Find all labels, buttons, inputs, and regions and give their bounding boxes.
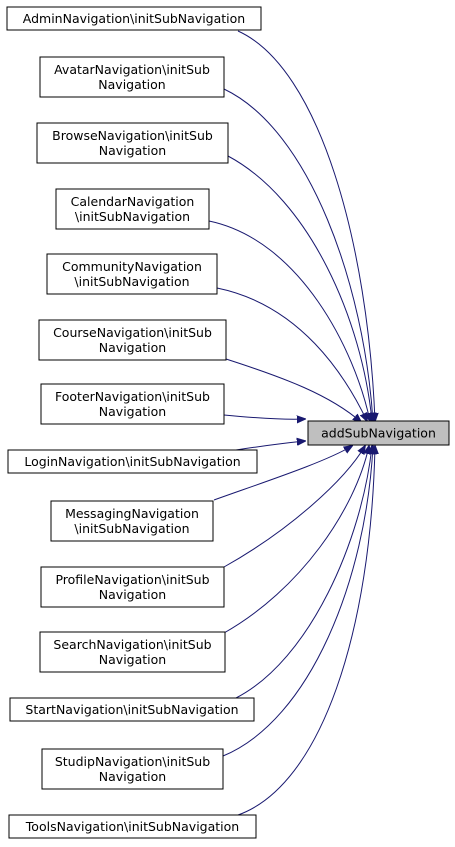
caller-node[interactable]: CalendarNavigation\initSubNavigation xyxy=(55,188,210,230)
target-node[interactable]: addSubNavigation xyxy=(307,420,450,446)
caller-node-label: MessagingNavigation xyxy=(65,506,199,521)
call-edge-arrow xyxy=(235,446,372,699)
call-edge-arrow xyxy=(213,446,352,501)
caller-node[interactable]: CommunityNavigation\initSubNavigation xyxy=(46,253,218,295)
caller-node-label: \initSubNavigation xyxy=(74,274,189,289)
call-edge-arrow xyxy=(208,220,370,421)
caller-node-box[interactable] xyxy=(39,56,225,98)
caller-nodes: AdminNavigation\initSubNavigationAvatarN… xyxy=(6,6,262,839)
caller-node-label: ToolsNavigation\initSubNavigation xyxy=(25,819,239,834)
call-edge-arrow xyxy=(216,287,367,421)
call-edge-arrow xyxy=(235,441,305,451)
caller-node-box[interactable] xyxy=(50,500,214,542)
caller-node-label: CourseNavigation\initSub xyxy=(53,325,212,340)
target-node-box[interactable] xyxy=(307,420,450,446)
caller-node-label: Navigation xyxy=(99,143,166,158)
caller-node-box[interactable] xyxy=(6,6,262,31)
caller-node-label: CalendarNavigation xyxy=(71,194,195,209)
caller-node-label: FooterNavigation\initSub xyxy=(55,389,210,404)
call-edge-arrow xyxy=(222,446,373,757)
caller-node-label: \initSubNavigation xyxy=(75,209,190,224)
caller-node-label: CommunityNavigation xyxy=(62,259,202,274)
caller-node-label: Navigation xyxy=(99,587,166,602)
caller-node-label: ProfileNavigation\initSub xyxy=(55,572,209,587)
caller-node-label: LoginNavigation\initSubNavigation xyxy=(24,454,240,469)
caller-node-box[interactable] xyxy=(40,383,225,425)
call-edge-arrow xyxy=(223,88,373,421)
caller-node[interactable]: AvatarNavigation\initSubNavigation xyxy=(39,56,225,98)
edges xyxy=(208,30,375,816)
caller-node[interactable]: BrowseNavigation\initSubNavigation xyxy=(36,122,229,164)
caller-node[interactable]: SearchNavigation\initSubNavigation xyxy=(39,631,226,673)
caller-node-box[interactable] xyxy=(55,188,210,230)
caller-node[interactable]: CourseNavigation\initSubNavigation xyxy=(38,319,227,361)
caller-node-label: AvatarNavigation\initSub xyxy=(54,62,210,77)
caller-node-label: Navigation xyxy=(98,77,165,92)
caller-node-box[interactable] xyxy=(36,122,229,164)
caller-node-box[interactable] xyxy=(39,631,226,673)
call-edge-arrow xyxy=(225,358,361,422)
caller-node[interactable]: ProfileNavigation\initSubNavigation xyxy=(40,566,225,608)
target-node-label: addSubNavigation xyxy=(321,426,436,441)
caller-node-label: StudipNavigation\initSub xyxy=(55,754,210,769)
caller-node-label: Navigation xyxy=(99,652,166,667)
caller-node-label: SearchNavigation\initSub xyxy=(53,637,211,652)
caller-node-label: StartNavigation\initSubNavigation xyxy=(25,702,238,717)
caller-node[interactable]: LoginNavigation\initSubNavigation xyxy=(7,449,258,474)
caller-node-box[interactable] xyxy=(7,449,258,474)
caller-node[interactable]: FooterNavigation\initSubNavigation xyxy=(40,383,225,425)
call-edge-arrow xyxy=(223,446,365,568)
caller-node-label: \initSubNavigation xyxy=(74,521,189,536)
call-edge-arrow xyxy=(223,414,305,419)
caller-node-box[interactable] xyxy=(40,566,225,608)
caller-node-box[interactable] xyxy=(9,697,255,722)
call-edge-arrow xyxy=(237,30,375,421)
caller-node-box[interactable] xyxy=(41,748,224,790)
caller-node-label: AdminNavigation\initSubNavigation xyxy=(23,11,245,26)
caller-node-label: BrowseNavigation\initSub xyxy=(52,128,213,143)
call-edge-arrow xyxy=(227,155,372,421)
caller-node[interactable]: AdminNavigation\initSubNavigation xyxy=(6,6,262,31)
caller-node-label: Navigation xyxy=(99,404,166,419)
caller-node-label: Navigation xyxy=(99,340,166,355)
caller-node[interactable]: ToolsNavigation\initSubNavigation xyxy=(8,814,257,839)
caller-node[interactable]: StartNavigation\initSubNavigation xyxy=(9,697,255,722)
caller-node[interactable]: StudipNavigation\initSubNavigation xyxy=(41,748,224,790)
caller-node-box[interactable] xyxy=(38,319,227,361)
caller-node-label: Navigation xyxy=(99,769,166,784)
call-edge-arrow xyxy=(223,446,369,634)
caller-node[interactable]: MessagingNavigation\initSubNavigation xyxy=(50,500,214,542)
caller-node-box[interactable] xyxy=(46,253,218,295)
caller-node-box[interactable] xyxy=(8,814,257,839)
call-edge-arrow xyxy=(237,446,375,816)
